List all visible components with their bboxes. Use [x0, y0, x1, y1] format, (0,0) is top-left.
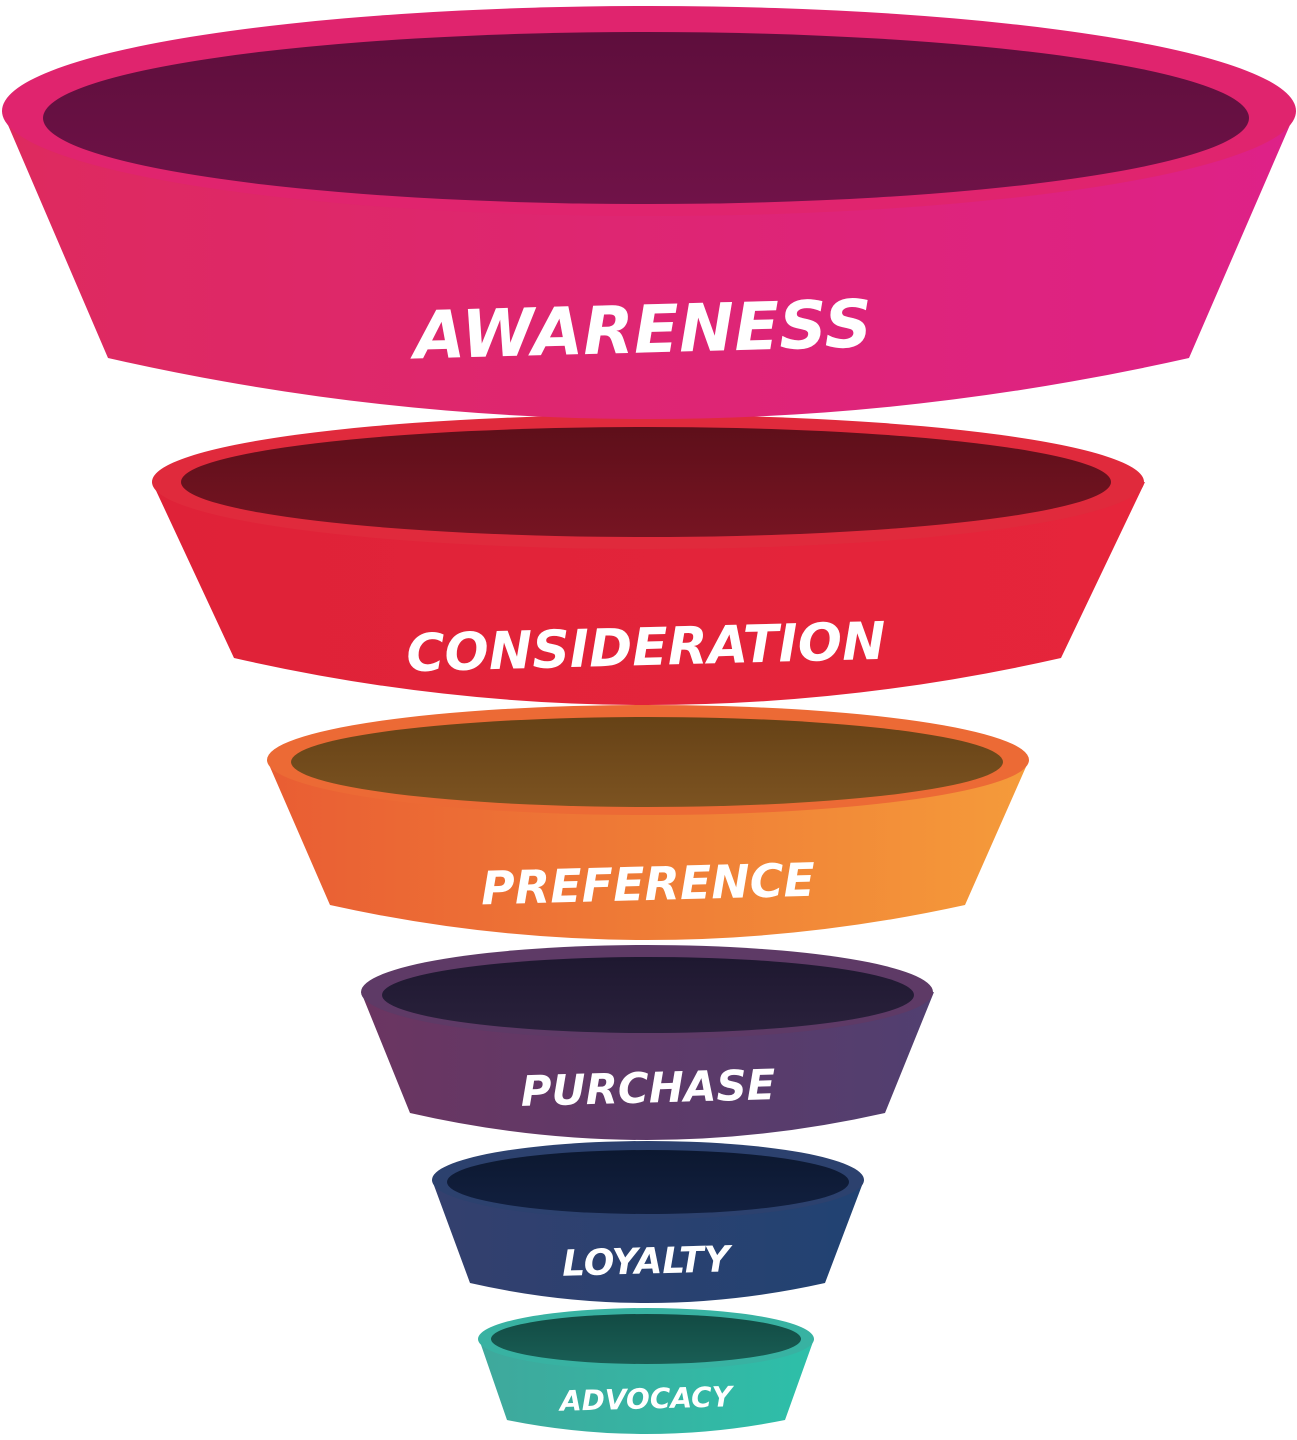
- funnel-stage-loyalty: LOYALTY: [432, 1141, 864, 1303]
- stage-label-loyalty: LOYALTY: [562, 1239, 735, 1284]
- funnel-stage-consideration: CONSIDERATION: [152, 415, 1145, 705]
- stage-label-advocacy: ADVOCACY: [558, 1380, 736, 1418]
- stage-label-purchase: PURCHASE: [520, 1060, 776, 1116]
- stage-label-preference: PREFERENCE: [480, 853, 815, 916]
- funnel-stage-awareness: AWARENESS: [2, 6, 1296, 419]
- funnel-stage-preference: PREFERENCE: [267, 705, 1029, 940]
- stage-label-awareness: AWARENESS: [408, 286, 873, 375]
- funnel-stage-advocacy: ADVOCACY: [478, 1308, 814, 1434]
- stage-label-consideration: CONSIDERATION: [406, 612, 887, 685]
- funnel-stage-purchase: PURCHASE: [361, 945, 934, 1140]
